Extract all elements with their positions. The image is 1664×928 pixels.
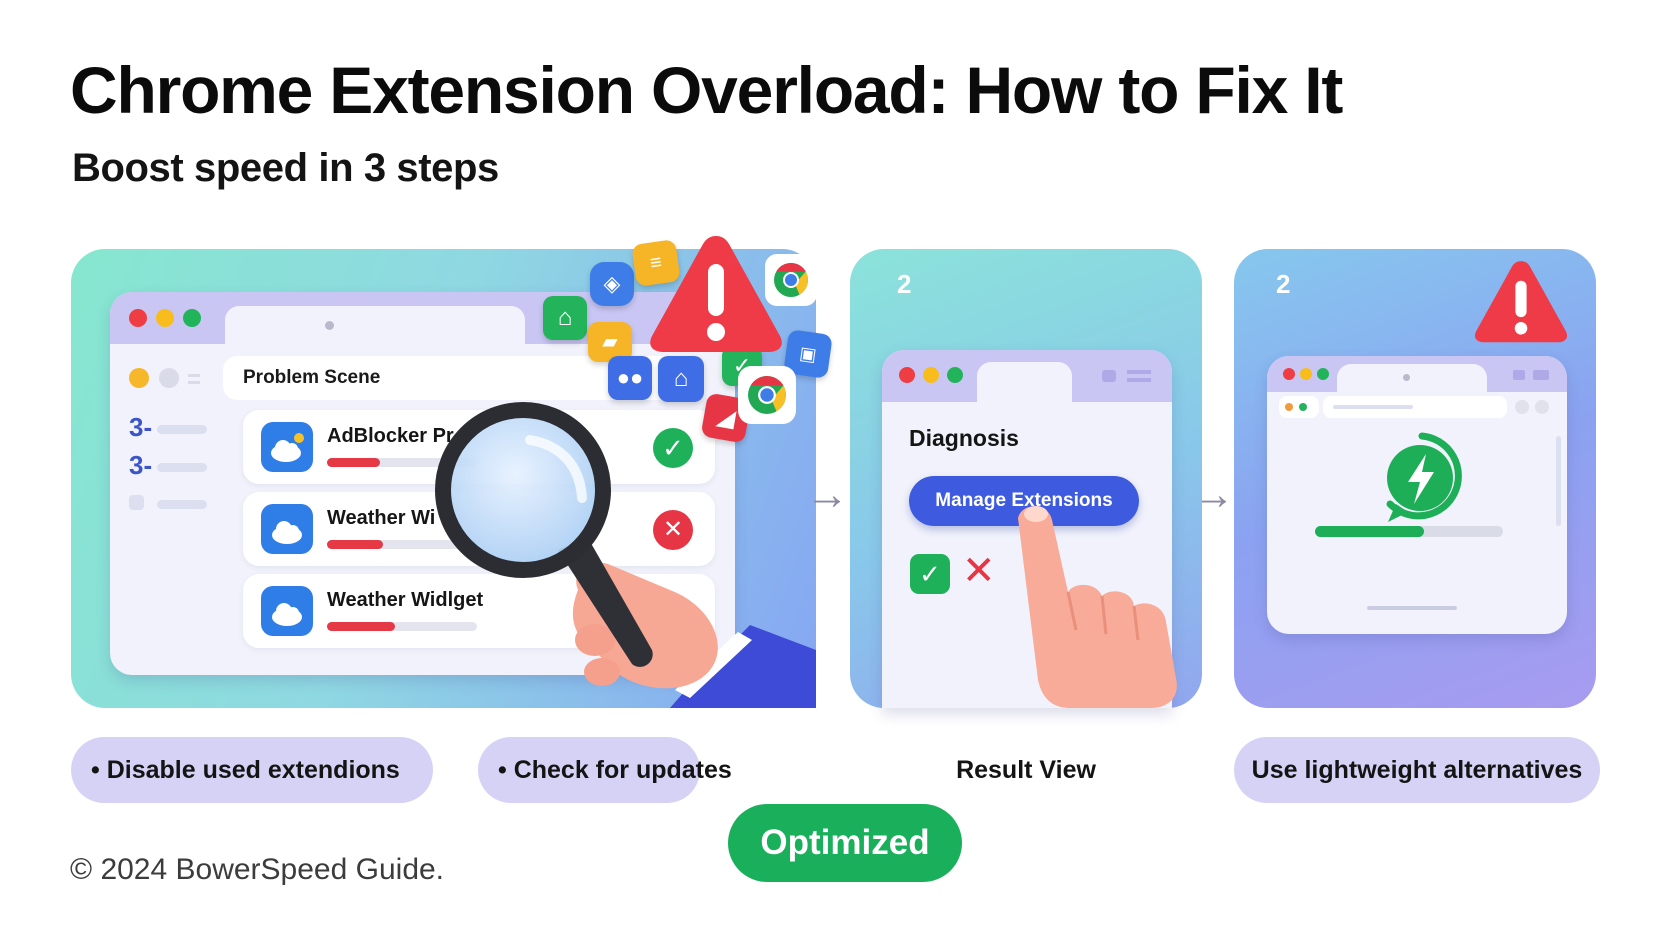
cloud-icon (261, 422, 313, 472)
optimization-progress-fill (1315, 526, 1425, 537)
shield-app-icon: ◈ (590, 262, 634, 306)
sidebar-line (157, 463, 207, 472)
lightning-icon (1386, 432, 1462, 522)
browser-tab[interactable] (1337, 364, 1487, 392)
address-controls (1279, 396, 1319, 418)
page-footer-line (1367, 606, 1457, 610)
sidebar-number-2: 3- (129, 450, 153, 480)
minimize-dot (156, 309, 174, 327)
arrow-right-icon: → (805, 470, 849, 519)
extension-name: AdBlocker Pr (327, 425, 454, 447)
extension-name: Weather Wi (327, 507, 436, 529)
chat-app-icon: ●● (608, 356, 652, 400)
window-control-line (1127, 378, 1151, 382)
diagnosis-browser-window: Diagnosis Manage Extensions ✓ ✕ (882, 350, 1172, 708)
toolbar-button[interactable] (1535, 400, 1549, 414)
maximize-dot (183, 309, 201, 327)
window-control (1533, 370, 1549, 380)
step-number: 2 (1276, 269, 1291, 299)
step-number: 2 (897, 269, 912, 299)
usage-bar-track (327, 622, 477, 631)
close-dot (899, 367, 915, 383)
check-icon: ✓ (653, 428, 693, 468)
store-app-icon: ⌂ (658, 356, 704, 402)
usage-bar (327, 458, 380, 467)
menu-line-2 (188, 381, 200, 384)
error-icon: ✕ (653, 510, 693, 550)
maximize-dot (1317, 368, 1329, 380)
maximize-dot (947, 367, 963, 383)
optimized-button[interactable]: Optimized (728, 804, 962, 882)
window-control-line (1127, 370, 1151, 374)
browser-tab[interactable] (977, 362, 1072, 402)
chrome-icon (738, 366, 796, 424)
window-control (1513, 370, 1525, 380)
chrome-icon (765, 254, 817, 306)
usage-bar-track (327, 540, 477, 549)
usage-bar (327, 622, 395, 631)
status-dot (129, 368, 149, 388)
sidebar-line (157, 425, 207, 434)
magnifier-icon (435, 402, 816, 708)
home-app-icon: ⌂ (543, 296, 587, 340)
close-dot (1283, 368, 1295, 380)
page-subtitle: Boost speed in 3 steps (72, 146, 499, 190)
warning-icon (1474, 261, 1568, 343)
status-dot-grey (159, 368, 179, 388)
close-dot (129, 309, 147, 327)
extension-name: Weather Widlget (327, 589, 484, 611)
tab-dot (325, 321, 334, 330)
toolbar-button[interactable] (1515, 400, 1529, 414)
tip-pill-alternatives: Use lightweight alternatives (1234, 737, 1600, 803)
scene-label-bar: Problem Scene (223, 356, 683, 400)
scene-label: Problem Scene (243, 367, 381, 388)
browser-tab[interactable] (225, 306, 525, 344)
result-view-label: Result View (956, 756, 1096, 784)
minimize-dot (1300, 368, 1312, 380)
result-browser-window (1267, 356, 1567, 634)
sidebar-line (157, 500, 207, 509)
sidebar-number-1: 3- (129, 412, 153, 442)
address-bar[interactable] (1323, 396, 1507, 418)
window-control (1102, 370, 1116, 382)
manage-extensions-button[interactable]: Manage Extensions (909, 476, 1139, 526)
cross-icon[interactable]: ✕ (962, 549, 996, 593)
menu-line (188, 374, 200, 377)
tab-dot (1403, 374, 1410, 381)
diagnosis-label: Diagnosis (909, 425, 1019, 451)
cloud-icon (261, 504, 313, 554)
minimize-dot (923, 367, 939, 383)
folder-app-icon: ▰ (588, 322, 632, 362)
warning-icon (650, 236, 782, 352)
cloud-icon (261, 586, 313, 636)
tip-pill-updates: • Check for updates (478, 737, 732, 803)
sidebar-icon (129, 495, 144, 510)
check-icon[interactable]: ✓ (910, 554, 950, 594)
footer-copyright: © 2024 BowerSpeed Guide. (70, 853, 445, 886)
scrollbar[interactable] (1556, 436, 1561, 526)
page-title: Chrome Extension Overload: How to Fix It (70, 53, 1343, 127)
hand-pointer-icon (1018, 506, 1177, 708)
usage-bar (327, 540, 383, 549)
tip-pill-disable: • Disable used extendions (71, 737, 433, 803)
optimization-progress-track (1315, 526, 1503, 537)
usage-bar-track (327, 458, 477, 467)
